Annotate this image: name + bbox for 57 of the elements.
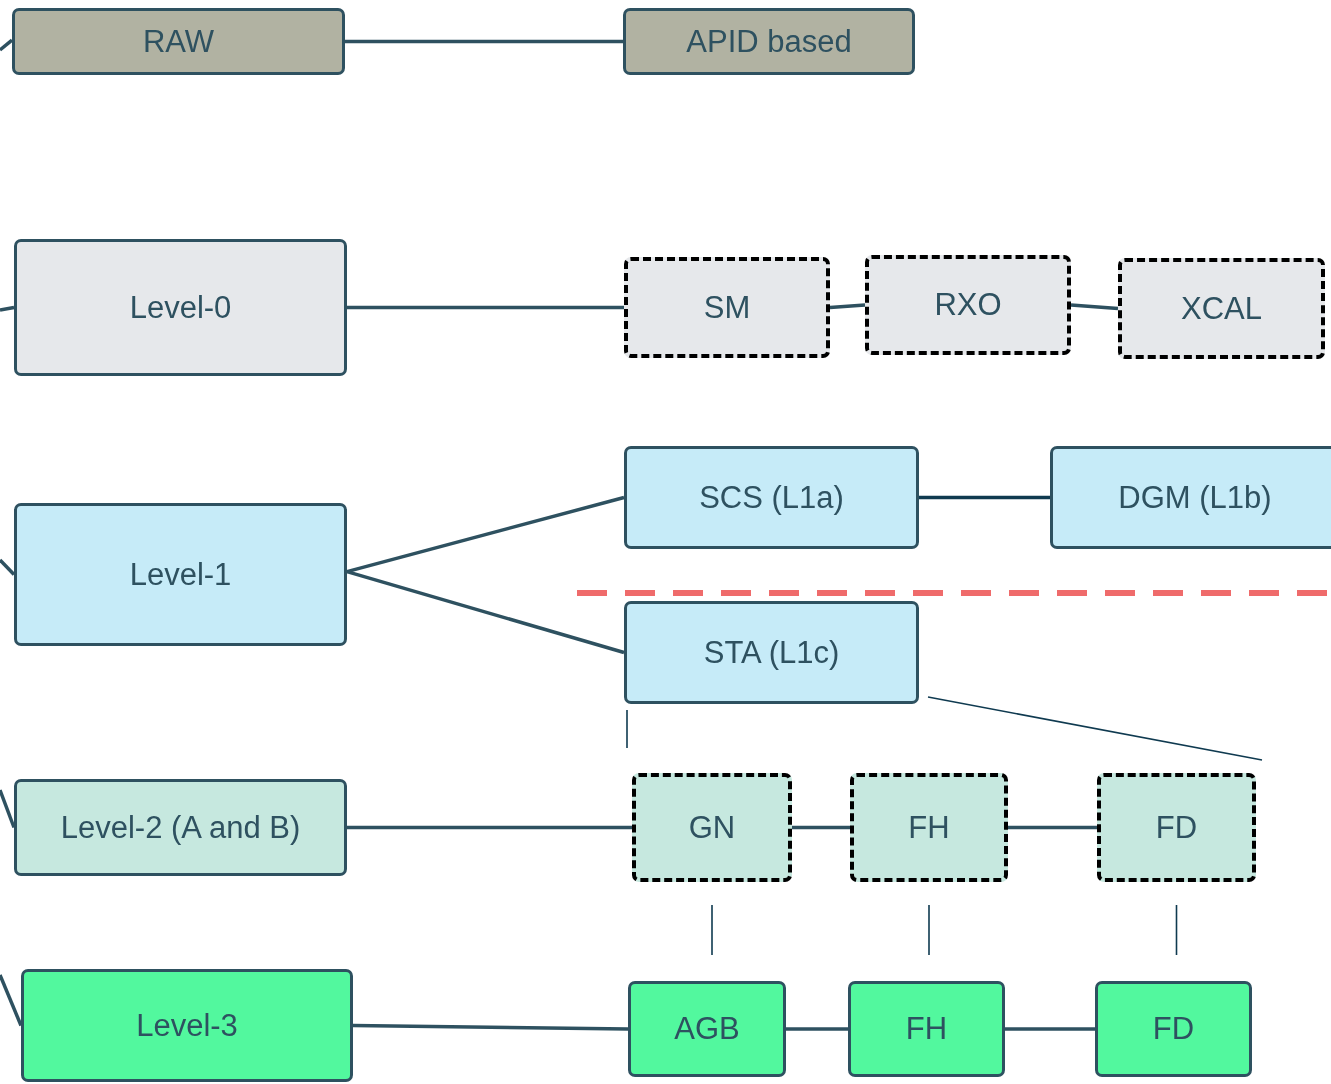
connector-line: [0, 558, 16, 576]
process-box: [1050, 446, 1331, 549]
connector-line: [928, 904, 930, 956]
node-label: Level-0: [129, 288, 232, 327]
node-label: AGB: [674, 1010, 740, 1049]
connector-line: [1070, 303, 1119, 311]
connector-line: [1008, 825, 1097, 830]
node-label: Level-1: [129, 555, 232, 594]
connector-line: [1005, 1027, 1095, 1031]
connector-line: [0, 974, 23, 1027]
process-box: [624, 601, 919, 704]
dashed-process-box: [865, 255, 1071, 355]
connector-line: [347, 825, 632, 830]
connector-line: [786, 1027, 848, 1031]
node-label: XCAL: [1181, 289, 1262, 328]
process-box: [628, 981, 786, 1077]
node-label: FD: [1152, 1010, 1195, 1049]
connector-line: [711, 904, 713, 956]
process-box: [14, 503, 347, 646]
connector-line: [345, 39, 623, 44]
node-label: SM: [703, 288, 751, 327]
process-box: [1095, 981, 1252, 1077]
process-box: [623, 8, 915, 75]
connector-line: [1175, 904, 1178, 956]
process-box: [21, 969, 353, 1082]
dashed-process-box: [1118, 258, 1325, 359]
connector-line: [0, 789, 16, 829]
connector-line: [347, 305, 624, 310]
connector-line: [0, 38, 14, 52]
node-label: FH: [905, 1010, 948, 1049]
node-label: Level-2 (A and B): [60, 808, 301, 847]
process-box: [624, 446, 919, 549]
process-box: [14, 239, 347, 376]
node-label: RXO: [934, 286, 1002, 325]
connector-line: [792, 825, 850, 830]
node-label: RAW: [142, 22, 215, 61]
node-label: APID based: [686, 22, 852, 61]
connector-line: [829, 303, 866, 310]
node-label: SCS (L1a): [699, 478, 844, 517]
connector-line: [346, 569, 625, 655]
node-label: Level-3: [136, 1006, 238, 1045]
connector-line: [352, 1023, 629, 1031]
node-label: FH: [908, 808, 950, 847]
node-label: STA (L1c): [703, 633, 840, 672]
dashed-process-box: [1097, 773, 1256, 882]
node-label: DGM (L1b): [1118, 478, 1272, 517]
process-box: [14, 779, 347, 876]
process-box: [848, 981, 1005, 1077]
process-box: [12, 8, 345, 75]
connector-line: [919, 495, 1050, 500]
dashed-process-box: [624, 257, 830, 358]
connector-line: [0, 305, 15, 312]
node-label: GN: [688, 808, 736, 847]
connector-line: [346, 495, 625, 574]
dashed-process-box: [850, 773, 1008, 882]
node-label: FD: [1155, 808, 1198, 847]
dashed-process-box: [632, 773, 792, 882]
